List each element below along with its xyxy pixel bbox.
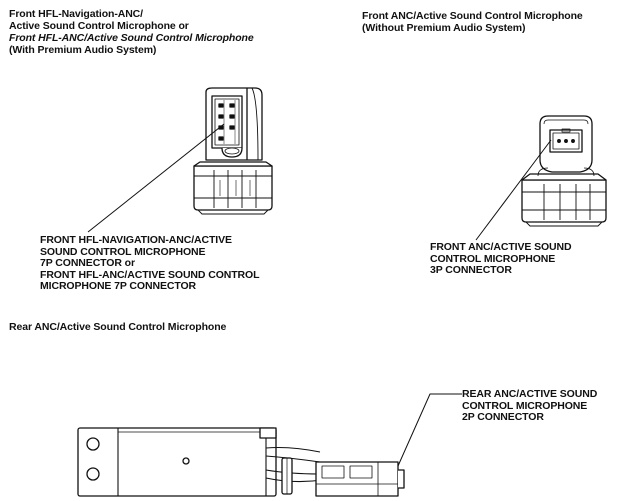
- front-3p-microphone-illustration: [521, 115, 607, 227]
- callout-line: MICROPHONE 7P CONNECTOR: [40, 280, 197, 292]
- callout-line: 3P CONNECTOR: [430, 264, 512, 276]
- callout-line: 7P CONNECTOR or: [40, 257, 135, 269]
- leader-line-3p: [475, 139, 552, 241]
- callout-line: CONTROL MICROPHONE: [462, 399, 588, 412]
- heading-line: Front ANC/Active Sound Control Microphon…: [362, 10, 583, 22]
- rear-2p-microphone-illustration: [77, 427, 405, 497]
- front-7p-microphone-illustration: [193, 87, 273, 215]
- leader-line-2p: [397, 393, 462, 467]
- heading-line: (With Premium Audio System): [9, 44, 157, 56]
- heading-front-premium: Front HFL-Navigation-ANC/ Active Sound C…: [9, 8, 254, 56]
- callout-line: FRONT HFL-NAVIGATION-ANC/ACTIVE: [40, 234, 232, 246]
- heading-line: Active Sound Control Microphone or: [9, 20, 189, 32]
- callout-line: SOUND CONTROL MICROPHONE: [40, 245, 206, 258]
- heading-line: Rear ANC/Active Sound Control Microphone: [9, 321, 227, 333]
- callout-line: 2P CONNECTOR: [462, 411, 544, 423]
- leader-line-7p: [87, 123, 225, 233]
- callout-front-standard-3p: FRONT ANC/ACTIVE SOUND CONTROL MICROPHON…: [430, 241, 572, 277]
- callout-line: FRONT HFL-ANC/ACTIVE SOUND CONTROL: [40, 268, 260, 281]
- heading-rear: Rear ANC/Active Sound Control Microphone: [9, 321, 226, 333]
- callout-rear-2p: REAR ANC/ACTIVE SOUND CONTROL MICROPHONE…: [462, 388, 598, 424]
- heading-line: Front HFL-ANC/Active Sound Control Micro…: [9, 32, 254, 44]
- callout-line: FRONT ANC/ACTIVE SOUND: [430, 241, 572, 253]
- callout-line: CONTROL MICROPHONE: [430, 252, 556, 265]
- callout-line: REAR ANC/ACTIVE SOUND: [462, 388, 598, 400]
- heading-line: Front HFL-Navigation-ANC/: [9, 8, 143, 20]
- heading-front-standard: Front ANC/Active Sound Control Microphon…: [362, 10, 583, 34]
- heading-line: (Without Premium Audio System): [362, 22, 526, 34]
- callout-front-premium-7p: FRONT HFL-NAVIGATION-ANC/ACTIVE SOUND CO…: [40, 234, 260, 293]
